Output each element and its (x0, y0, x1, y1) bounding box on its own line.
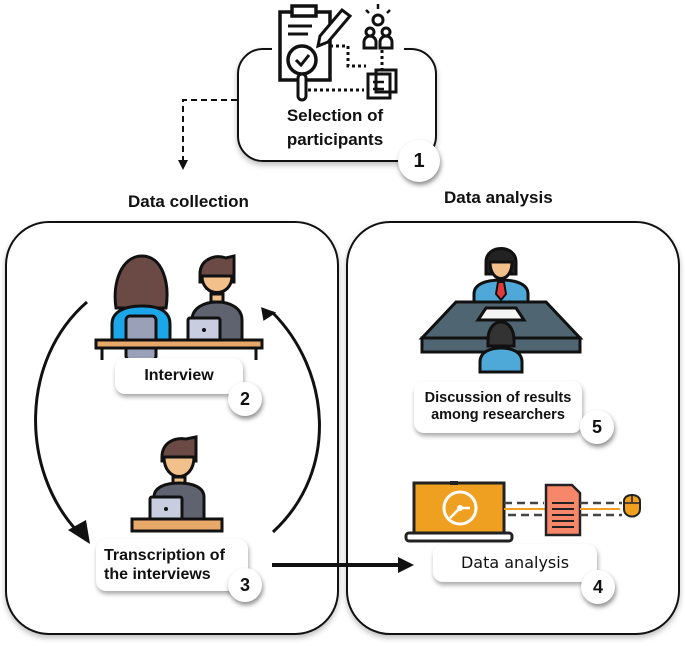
person-laptop-icon (130, 435, 224, 533)
transcription-label: Transcription of the interviews (96, 539, 248, 591)
step-badge-1: 1 (398, 140, 440, 182)
interview-people-icon (94, 254, 264, 362)
transcription-label-line2: the interviews (104, 566, 211, 583)
section-title-collection: Data collection (128, 192, 249, 211)
meeting-table-icon (418, 247, 584, 374)
selection-label-line2: participants (286, 130, 384, 149)
section-title-analysis: Data analysis (444, 188, 553, 207)
step-badge-3: 3 (228, 568, 262, 602)
step-badge-2: 2 (228, 382, 262, 416)
selection-label: Selection of participants (248, 104, 422, 152)
clipboard-search-people-icon (272, 2, 404, 102)
discussion-label-line2: among researchers (431, 407, 565, 423)
transcription-label-line1: Transcription of (104, 546, 225, 564)
data-analysis-label: Data analysis (433, 544, 597, 582)
laptop-document-mouse-icon (404, 481, 641, 543)
interview-label: Interview (115, 358, 243, 394)
data-analysis-label-text: Data analysis (460, 553, 570, 573)
selection-label-line1: Selection of (286, 106, 384, 125)
step-badge-4: 4 (581, 570, 615, 604)
discussion-label: Discussion of results among researchers (414, 381, 582, 433)
discussion-label-line1: Discussion of results (424, 389, 572, 406)
interview-label-text: Interview (144, 367, 214, 385)
step-badge-5: 5 (580, 410, 614, 444)
